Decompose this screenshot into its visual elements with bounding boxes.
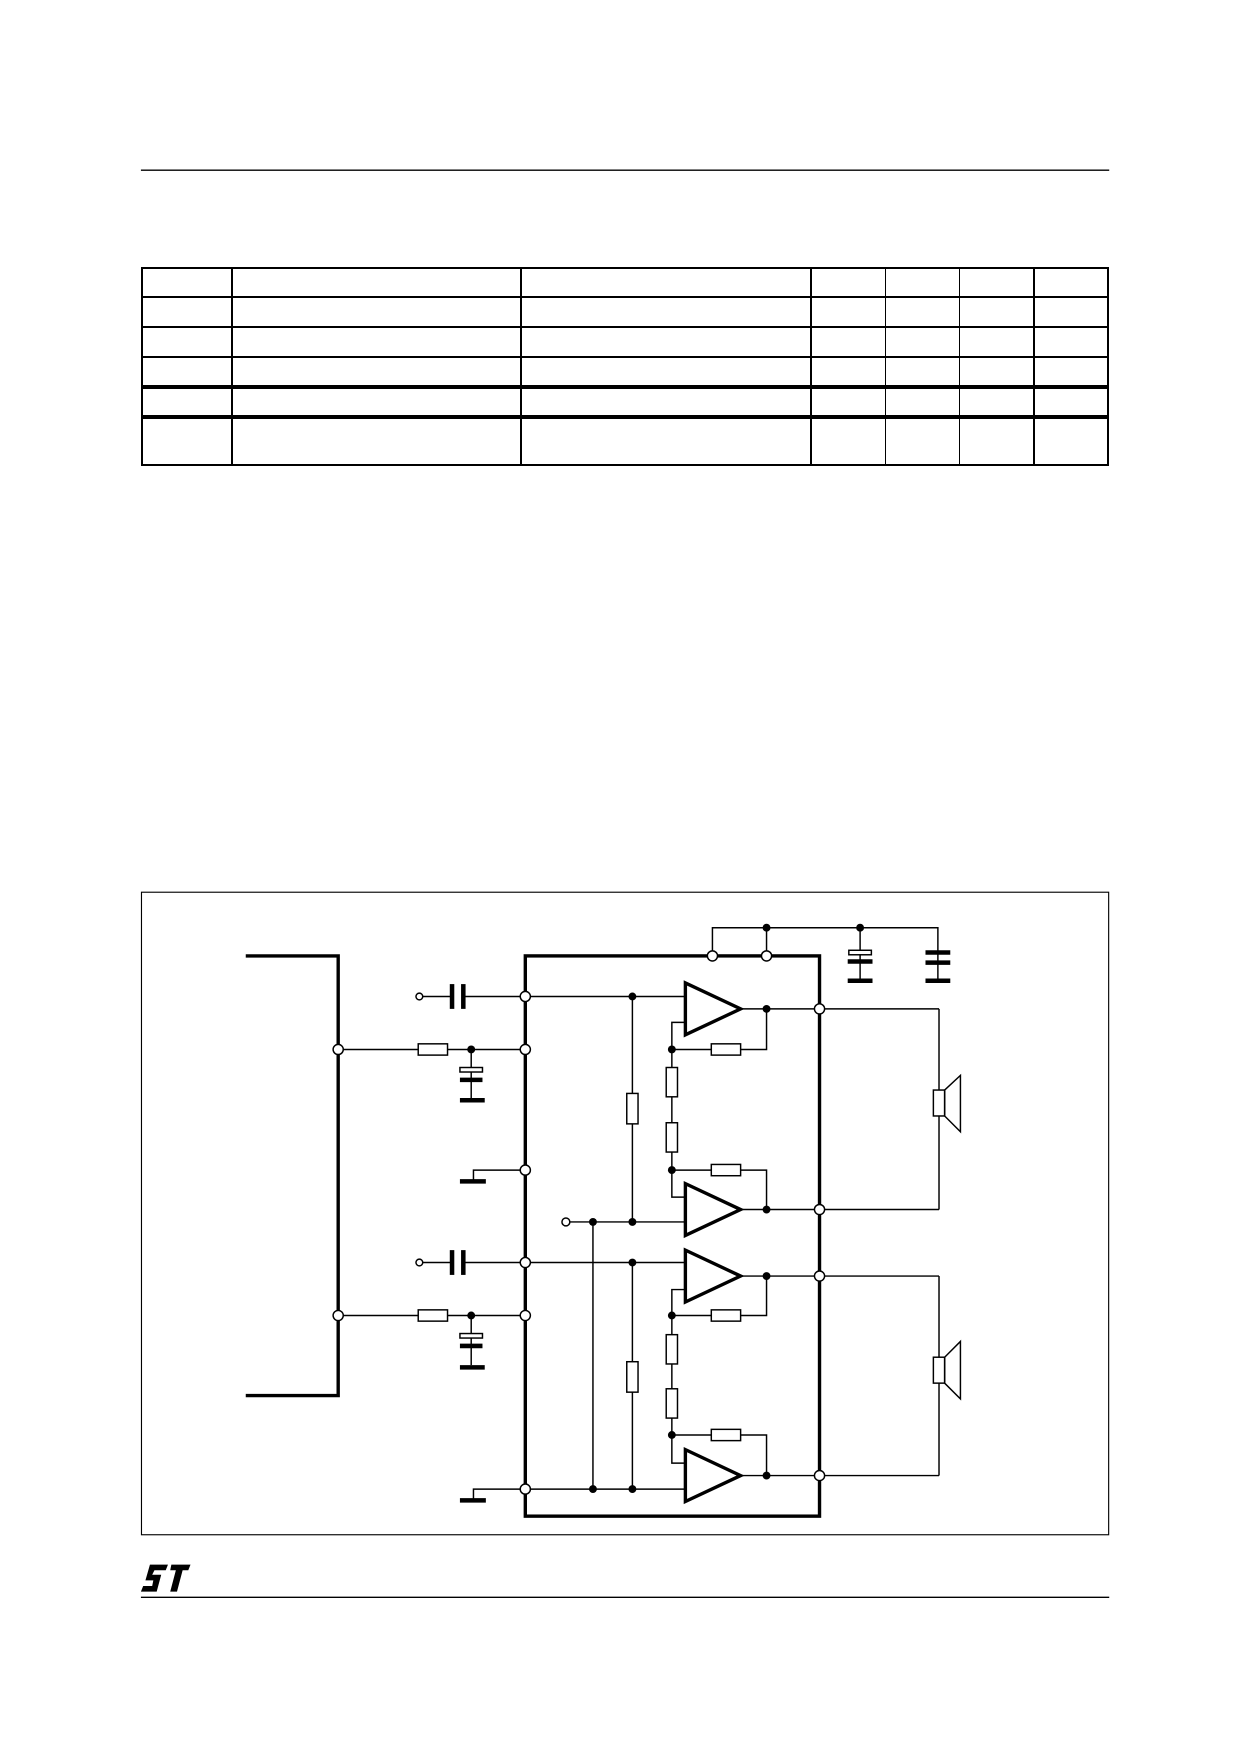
resistor [665, 1333, 679, 1365]
table-cell [141, 267, 233, 298]
amplifier-4 [683, 1446, 745, 1505]
table-cell [958, 415, 1035, 466]
table-cell [884, 296, 960, 328]
speaker-icon [932, 1073, 962, 1134]
resistor [665, 1066, 679, 1098]
table-cell [958, 385, 1035, 418]
resistor [710, 1163, 742, 1177]
resistor [710, 1428, 742, 1442]
amplifier-1 [683, 980, 745, 1038]
table-cell [1033, 296, 1109, 328]
table-cell [958, 267, 1035, 298]
table-cell [884, 415, 960, 466]
table-row [141, 356, 1109, 388]
table-cell [884, 326, 960, 358]
table-cell [958, 326, 1035, 358]
table-cell [141, 385, 233, 418]
resistor [417, 1309, 449, 1322]
table-cell [520, 267, 812, 298]
table-cell [810, 326, 886, 358]
electrolytic-capacitor [848, 949, 873, 956]
table-cell [810, 267, 886, 298]
table-cell [958, 356, 1035, 388]
table-cell [230, 296, 523, 328]
table-row [141, 415, 1109, 466]
table-cell [884, 267, 960, 298]
source-bracket [245, 954, 340, 1398]
table-cell [230, 385, 523, 418]
resistor [626, 1360, 639, 1393]
resistor [417, 1043, 449, 1056]
table-cell [1033, 415, 1109, 466]
application-circuit-frame [140, 891, 1110, 1536]
table-header-row [141, 267, 1109, 298]
resistor [626, 1092, 639, 1125]
table-cell [520, 326, 812, 358]
table-cell [520, 385, 812, 418]
junction-dots [467, 923, 865, 1494]
table-cell [810, 415, 886, 466]
table-cell [141, 356, 233, 388]
resistor [665, 1388, 679, 1419]
table-cell [1033, 385, 1109, 418]
pin-terminals [332, 950, 826, 1495]
table-cell [884, 385, 960, 418]
table-cell [1033, 326, 1109, 358]
amplifier-3 [683, 1247, 745, 1305]
table-cell [884, 356, 960, 388]
table-cell [230, 326, 523, 358]
resistor [710, 1043, 742, 1056]
table-cell [141, 296, 233, 328]
table-cell [1033, 356, 1109, 388]
table-cell [230, 415, 523, 466]
st-logo [140, 1564, 191, 1592]
table-cell [520, 415, 812, 466]
resistor [710, 1309, 742, 1322]
table-row [141, 326, 1109, 358]
electrolytic-capacitor [459, 1332, 484, 1339]
table-cell [520, 356, 812, 388]
table-cell [141, 415, 233, 466]
table-row [141, 385, 1109, 418]
table-cell [810, 385, 886, 418]
table-cell [230, 267, 523, 298]
application-circuit-schematic [245, 926, 962, 1518]
table-row [141, 296, 1109, 328]
speaker-icon [932, 1339, 962, 1401]
table-cell [141, 326, 233, 358]
table-cell [810, 296, 886, 328]
spec-table [141, 267, 1109, 466]
table-cell [230, 356, 523, 388]
table-cell [520, 296, 812, 328]
amplifier-2 [683, 1180, 745, 1239]
table-cell [810, 356, 886, 388]
resistor [665, 1122, 679, 1153]
table-cell [1033, 267, 1109, 298]
electrolytic-capacitor [459, 1066, 484, 1073]
table-cell [958, 296, 1035, 328]
ic-body [523, 954, 822, 1518]
